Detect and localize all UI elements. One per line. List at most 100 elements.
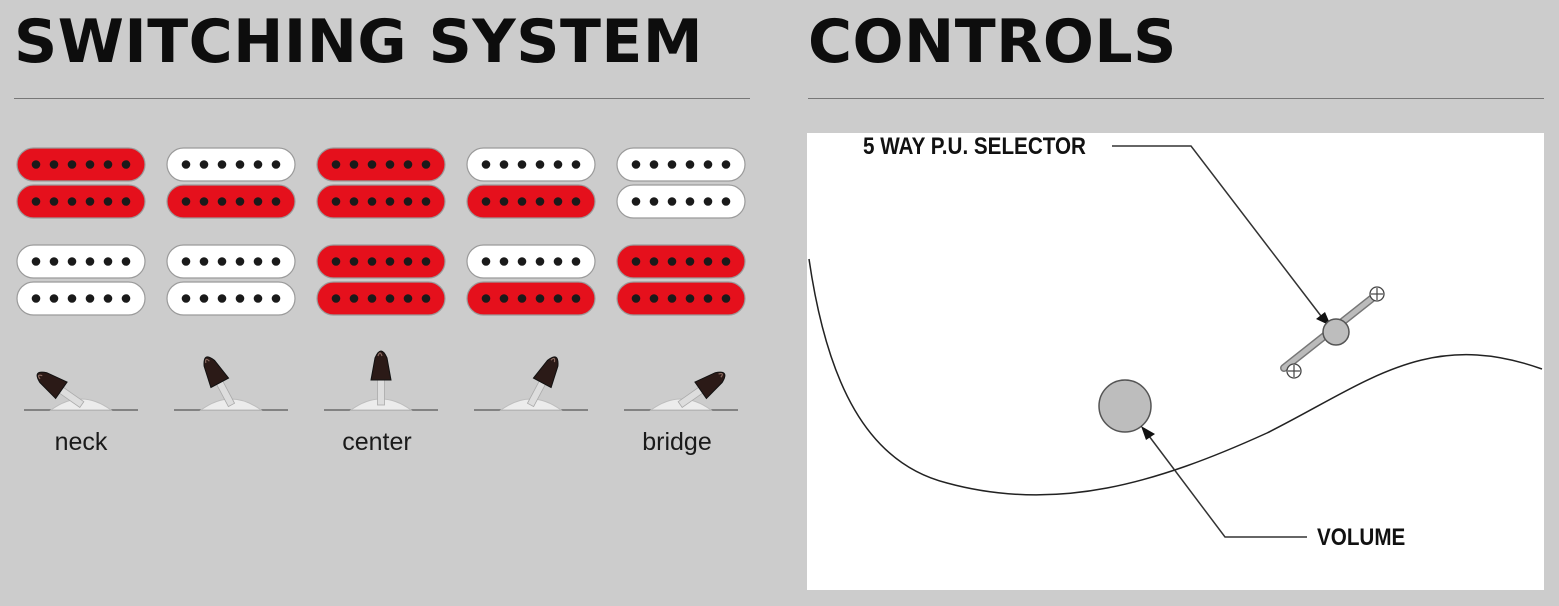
pole-piece bbox=[271, 197, 281, 206]
toggle-lever bbox=[203, 356, 236, 408]
volume-arrowhead bbox=[1141, 426, 1155, 440]
pole-piece bbox=[331, 160, 341, 169]
pole-piece bbox=[181, 160, 191, 169]
pickup-coil bbox=[16, 184, 146, 219]
pole-piece bbox=[85, 160, 95, 169]
pole-piece bbox=[703, 294, 713, 303]
pole-piece bbox=[253, 257, 263, 266]
pole-piece bbox=[571, 257, 581, 266]
pole-piece bbox=[571, 294, 581, 303]
pole-piece bbox=[217, 294, 227, 303]
pole-piece bbox=[535, 197, 545, 206]
pole-piece bbox=[631, 197, 641, 206]
pickup-coil bbox=[316, 147, 446, 182]
pole-piece bbox=[421, 294, 431, 303]
pole-piece bbox=[349, 197, 359, 206]
pole-piece bbox=[703, 197, 713, 206]
pole-piece bbox=[49, 294, 59, 303]
pole-piece bbox=[271, 257, 281, 266]
pickup-coil bbox=[616, 147, 746, 182]
pole-piece bbox=[535, 160, 545, 169]
pickup-coil bbox=[466, 184, 596, 219]
pole-piece bbox=[367, 197, 377, 206]
pole-piece bbox=[721, 294, 731, 303]
pickup-coil bbox=[16, 281, 146, 316]
toggle-switch-icon bbox=[174, 356, 288, 411]
pole-piece bbox=[421, 257, 431, 266]
pole-piece bbox=[421, 160, 431, 169]
pole-piece bbox=[535, 294, 545, 303]
pickup-coil bbox=[316, 281, 446, 316]
switching-system-title: SWITCHING SYSTEM bbox=[14, 7, 704, 77]
pole-piece bbox=[331, 294, 341, 303]
pole-piece bbox=[403, 257, 413, 266]
pole-piece bbox=[367, 294, 377, 303]
pole-piece bbox=[199, 160, 209, 169]
pole-piece bbox=[121, 257, 131, 266]
pole-piece bbox=[685, 197, 695, 206]
pole-piece bbox=[403, 160, 413, 169]
pole-piece bbox=[649, 160, 659, 169]
pole-piece bbox=[271, 160, 281, 169]
pole-piece bbox=[217, 197, 227, 206]
pole-piece bbox=[349, 257, 359, 266]
pole-piece bbox=[31, 160, 41, 169]
pole-piece bbox=[703, 160, 713, 169]
pole-piece bbox=[649, 197, 659, 206]
toggle-lever bbox=[370, 350, 392, 406]
pole-piece bbox=[721, 257, 731, 266]
pole-piece bbox=[49, 160, 59, 169]
pole-piece bbox=[517, 160, 527, 169]
pole-piece bbox=[349, 160, 359, 169]
pole-piece bbox=[571, 197, 581, 206]
pole-piece bbox=[721, 160, 731, 169]
toggle-switch-icon bbox=[24, 371, 138, 411]
selector-knob bbox=[1322, 318, 1350, 346]
pole-piece bbox=[385, 257, 395, 266]
pole-piece bbox=[517, 294, 527, 303]
pole-piece bbox=[67, 160, 77, 169]
pole-piece bbox=[421, 197, 431, 206]
pole-piece bbox=[67, 197, 77, 206]
pole-piece bbox=[331, 257, 341, 266]
pole-piece bbox=[649, 257, 659, 266]
position-label-neck: neck bbox=[54, 428, 108, 456]
pickup-coil bbox=[16, 244, 146, 279]
pole-piece bbox=[331, 197, 341, 206]
pole-piece bbox=[499, 160, 509, 169]
pole-piece bbox=[49, 257, 59, 266]
pole-piece bbox=[517, 257, 527, 266]
pole-piece bbox=[253, 294, 263, 303]
toggle-switch-icon bbox=[624, 371, 738, 411]
selector-label: 5 WAY P.U. SELECTOR bbox=[863, 133, 1086, 160]
toggle-switch-icon bbox=[474, 356, 588, 411]
controls-drawing bbox=[808, 145, 1543, 538]
toggle-switch-icon bbox=[324, 350, 438, 411]
pole-piece bbox=[481, 257, 491, 266]
guitar-body-outline bbox=[808, 258, 1543, 496]
pole-piece bbox=[121, 294, 131, 303]
pole-piece bbox=[685, 257, 695, 266]
pole-piece bbox=[235, 257, 245, 266]
pole-piece bbox=[253, 197, 263, 206]
pole-piece bbox=[553, 160, 563, 169]
position-label-bridge: bridge bbox=[642, 428, 712, 456]
controls-diagram: 5 WAY P.U. SELECTOR VOLUME bbox=[807, 133, 1544, 590]
pole-piece bbox=[199, 294, 209, 303]
switching-divider bbox=[14, 98, 750, 99]
pickup-coil bbox=[166, 147, 296, 182]
pole-piece bbox=[721, 197, 731, 206]
pole-piece bbox=[253, 160, 263, 169]
pole-piece bbox=[31, 197, 41, 206]
pole-piece bbox=[553, 257, 563, 266]
pole-piece bbox=[103, 160, 113, 169]
pole-piece bbox=[235, 294, 245, 303]
pole-piece bbox=[235, 197, 245, 206]
pole-piece bbox=[49, 197, 59, 206]
pole-piece bbox=[649, 294, 659, 303]
pickup-coil bbox=[316, 244, 446, 279]
volume-label: VOLUME bbox=[1317, 524, 1406, 551]
pole-piece bbox=[499, 257, 509, 266]
pole-piece bbox=[481, 197, 491, 206]
pole-piece bbox=[121, 160, 131, 169]
